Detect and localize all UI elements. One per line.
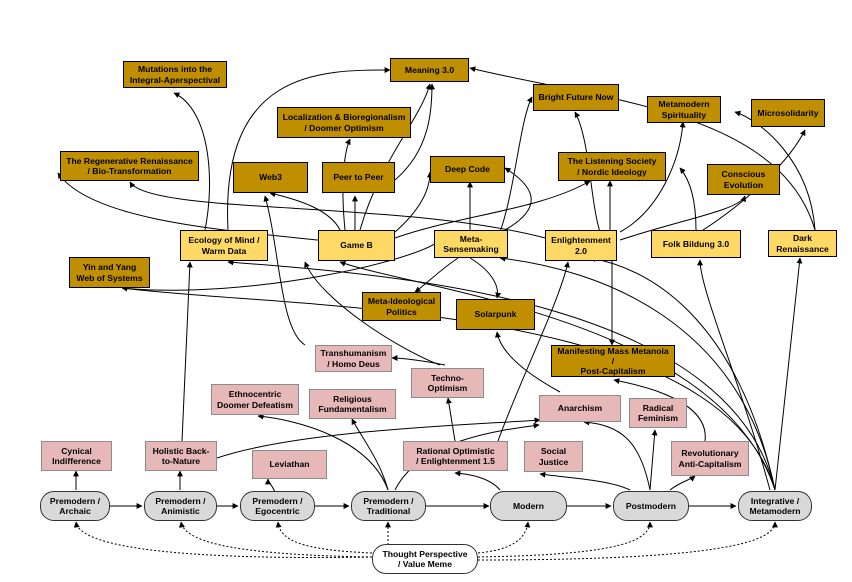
node-anarchism: Anarchism [539, 395, 621, 422]
dotted-modern [477, 521, 531, 554]
edge-holistic-anarchism [216, 417, 541, 459]
stage-egocentric: Premodern / Egocentric [240, 491, 315, 521]
node-meta-ideological: Meta-Ideological Politics [362, 292, 441, 321]
edge-holistic-ecology [181, 261, 193, 442]
node-mutations: Mutations into the Integral-Aperspectiva… [123, 61, 227, 88]
edge-techno-gameb [304, 261, 441, 366]
edge-integrative-enlightenment [589, 255, 776, 491]
node-dark-renaissance: Dark Renaissance [768, 230, 837, 257]
dotted-integrative [477, 521, 778, 561]
node-religious-fundamentalism: Religious Fundamentalism [309, 389, 396, 419]
node-techno-optimism: Techno- Optimism [411, 368, 484, 398]
node-revolutionary: Revolutionary Anti-Capitalism [671, 441, 749, 476]
node-cynical-indifference: Cynical Indifference [41, 441, 112, 471]
edge-yin-meta [121, 239, 441, 291]
edge-ecology-meaning [227, 67, 391, 231]
node-manifesting: Manifesting Mass Metanoia / Post-Capital… [551, 345, 675, 377]
edge-anarchism-solarpunk [494, 331, 561, 393]
node-peer-to-peer: Peer to Peer [322, 162, 395, 193]
edge-enl-regenerative [129, 181, 546, 239]
edge-postmodern-radical [649, 429, 658, 491]
edge-folk-listening [679, 167, 697, 231]
edge-traditional-anarchism [394, 422, 540, 491]
edge-postmodern-anarchism [583, 419, 651, 491]
edge-enl-spirituality [619, 121, 686, 233]
node-bright-future: Bright Future Now [533, 84, 619, 111]
dotted-egocentric [275, 521, 373, 554]
edge-modern-rational [454, 470, 501, 491]
node-rational-optimistic: Rational Optimistic / Enlightenment 1.5 [403, 441, 508, 471]
node-localization: Localization & Bioregionalism / Doomer O… [277, 107, 411, 138]
edge-postmodern-revolutionary [669, 475, 696, 491]
stage-postmodern: Postmodern [613, 491, 689, 521]
stage-archaic: Premodern / Archaic [40, 491, 110, 521]
edge-traditional-religious [351, 418, 389, 491]
node-ethnocentric: Ethnocentric Doomer Defeatism [211, 384, 299, 415]
node-transhumanism: Transhumanism / Homo Deus [315, 345, 392, 372]
edge-meta-solarpunk [469, 257, 502, 299]
node-social-justice: Social Justice [524, 441, 583, 472]
edge-meta-brightfuture [499, 96, 533, 233]
edge-egocentric-leviathan [265, 478, 276, 493]
node-meaning: Meaning 3.0 [390, 58, 469, 82]
edge-p2p-meaning [394, 83, 435, 181]
dotted-archaic [73, 521, 373, 559]
stage-modern: Modern [490, 491, 567, 521]
stage-animistic: Premodern / Animistic [144, 491, 217, 521]
edge-rational-techno [445, 397, 456, 442]
edge-rational-enlightenment [497, 261, 570, 442]
node-meta-sensemaking: Meta- Sensemaking [434, 230, 508, 258]
edge-integrative-dark [774, 257, 803, 491]
edge-integrative-gameb [339, 260, 776, 491]
edge-techno-transhuman [391, 355, 446, 366]
node-folk-bildung: Folk Bildung 3.0 [651, 230, 741, 258]
node-deep-code: Deep Code [430, 156, 505, 183]
edge-ecology-mutations [173, 92, 211, 231]
node-radical-feminism: Radical Feminism [629, 398, 687, 428]
stage-traditional: Premodern / Traditional [351, 491, 426, 521]
node-enlightenment-20: Enlightenment 2.0 [545, 230, 617, 261]
node-metamodern-spirituality: Metamodern Spirituality [647, 96, 721, 123]
edge-dark-metamodern [734, 110, 816, 231]
edge-meta-deepcode2 [504, 167, 532, 231]
node-game-b: Game B [318, 230, 395, 261]
edge-postmodern-social [539, 471, 631, 491]
stage-integrative: Integrative / Metamodern [738, 491, 812, 521]
edge-integrative-ecology [227, 259, 776, 491]
node-yin-yang: Yin and Yang Web of Systems [69, 257, 150, 288]
dotted-animistic [178, 521, 373, 558]
edge-meta-metaideological [414, 257, 459, 293]
edge-integrative-meta [499, 255, 776, 491]
edge-integrative-folk [697, 259, 771, 491]
node-solarpunk: Solarpunk [456, 299, 535, 330]
edge-transhuman-web3 [263, 195, 306, 346]
edge-revolutionary-manifesting [613, 378, 706, 442]
node-microsolidarity: Microsolidarity [751, 99, 825, 127]
node-listening-society: The Listening Society / Nordic Ideology [558, 152, 666, 181]
edge-gameb-listening [394, 180, 591, 239]
node-ecology-of-mind: Ecology of Mind / Warm Data [180, 230, 268, 261]
node-regenerative: The Regenerative Renaissance / Bio-Trans… [60, 151, 199, 181]
edge-enl-conscious [619, 195, 746, 241]
edge-gameb-regenerative [57, 172, 319, 241]
edge-gameb-meaning [359, 83, 432, 231]
dotted-postmodern [477, 521, 653, 558]
node-conscious-evolution: Conscious Evolution [707, 164, 780, 195]
node-web3: Web3 [233, 162, 308, 193]
edge-gameb-web3 [269, 191, 341, 231]
edge-gameb-deepcode [394, 171, 433, 233]
node-leviathan: Leviathan [252, 450, 327, 479]
node-thought-perspective: Thought Perspective / Value Meme [372, 544, 478, 574]
node-holistic: Holistic Back- to-Nature [145, 441, 217, 471]
